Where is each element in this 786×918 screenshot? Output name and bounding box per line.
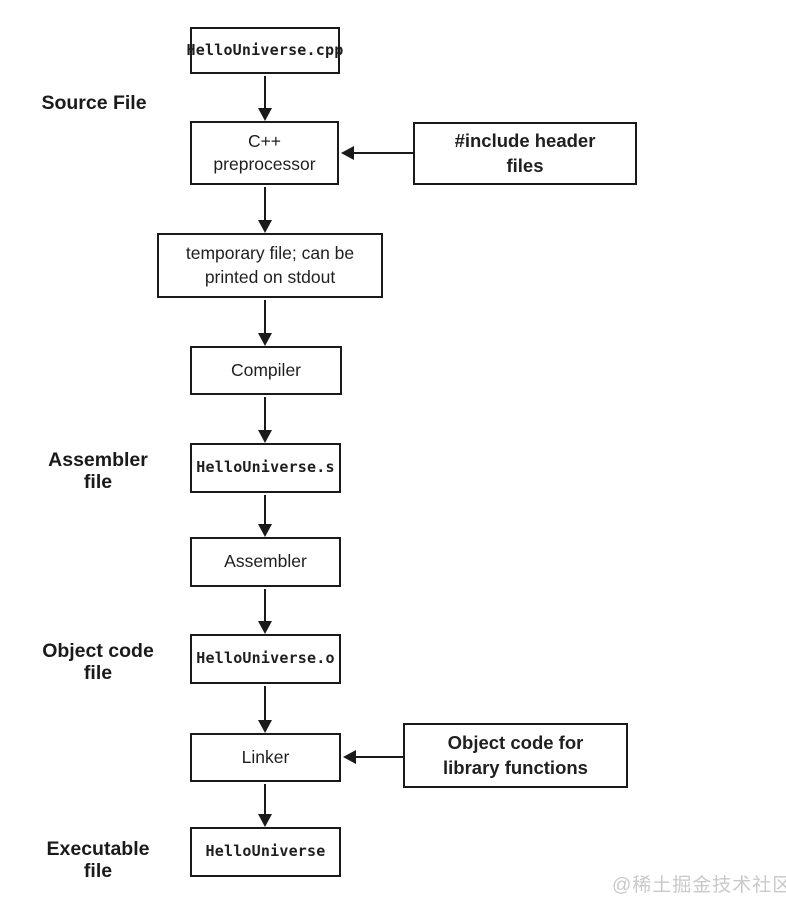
arrow-objectlib-to-linker (343, 750, 403, 764)
node-executable: HelloUniverse (190, 827, 341, 877)
arrow-head-icon (258, 814, 272, 827)
arrow-head-icon (258, 108, 272, 121)
node-object-file-o: HelloUniverse.o (190, 634, 341, 684)
arrow-line (264, 300, 266, 333)
node-cpp-preprocessor: C++ preprocessor (190, 121, 339, 185)
side-label-line: Object code (42, 640, 154, 662)
node-assembler-file-s: HelloUniverse.s (190, 443, 341, 493)
arrow-tempfile-to-compiler (258, 300, 272, 346)
node-object-code-library: Object code for library functions (403, 723, 628, 788)
side-label-line: Source File (41, 92, 147, 114)
arrow-head-icon (258, 220, 272, 233)
node-linker: Linker (190, 733, 341, 782)
arrow-head-icon (258, 621, 272, 634)
node-compiler: Compiler (190, 346, 342, 395)
node-label-line: #include header (454, 130, 596, 152)
node-label: Assembler (224, 551, 307, 572)
node-label: Compiler (230, 359, 302, 380)
node-source-file-cpp: HelloUniverse.cpp (187, 27, 343, 74)
arrow-line (264, 784, 266, 814)
arrow-cpp-to-preprocessor (258, 76, 272, 121)
node-label: HelloUniverse.o (196, 649, 335, 668)
side-label-line: file (83, 859, 113, 882)
side-label-line: Executable (46, 838, 150, 860)
node-label-line: library functions (443, 756, 588, 778)
arrow-head-icon (258, 333, 272, 346)
node-label-line: C++ (247, 130, 282, 151)
watermark-text: @稀土掘金技术社区 (612, 875, 786, 896)
node-temporary-file: temporary file; can be printed on stdout (157, 233, 383, 298)
arrow-assemblerfile-to-assembler (258, 495, 272, 537)
arrow-linker-to-executable (258, 784, 272, 827)
arrow-line (264, 589, 266, 621)
node-label-line: files (506, 154, 544, 176)
arrow-head-icon (258, 430, 272, 443)
node-label: HelloUniverse (205, 842, 326, 861)
node-label: HelloUniverse.s (196, 458, 335, 477)
arrow-objectfile-to-linker (258, 686, 272, 733)
node-label: Linker (241, 746, 290, 767)
side-label-line: Assembler (48, 449, 148, 471)
node-assembler: Assembler (190, 537, 341, 587)
node-label-line: preprocessor (213, 154, 316, 174)
arrow-line (354, 152, 413, 154)
node-include-header-files: #include header files (413, 122, 637, 185)
arrow-line (264, 76, 266, 108)
side-label-object-code-file: Object code file (18, 640, 178, 685)
arrow-preprocessor-to-tempfile (258, 187, 272, 233)
arrow-assembler-to-objectfile (258, 589, 272, 634)
node-label-line: temporary file; can be (185, 243, 355, 264)
arrow-head-icon (341, 146, 354, 160)
arrow-line (264, 187, 266, 220)
node-label: HelloUniverse.cpp (186, 40, 344, 59)
arrow-head-icon (343, 750, 356, 764)
arrow-line (264, 686, 266, 720)
arrow-line (264, 495, 266, 524)
side-label-source-file: Source File (14, 92, 174, 115)
node-label-line: Object code for (447, 732, 584, 754)
arrow-compiler-to-assemblerfile (258, 397, 272, 443)
side-label-assembler-file: Assembler file (18, 449, 178, 494)
arrow-head-icon (258, 524, 272, 537)
side-label-executable-file: Executable file (18, 838, 178, 883)
side-label-line: file (83, 470, 113, 493)
arrow-line (264, 397, 266, 430)
arrow-line (356, 756, 403, 758)
node-label-line: printed on stdout (204, 266, 336, 287)
arrow-head-icon (258, 720, 272, 733)
arrow-includeheaders-to-preprocessor (341, 146, 413, 160)
side-label-line: file (83, 661, 113, 684)
